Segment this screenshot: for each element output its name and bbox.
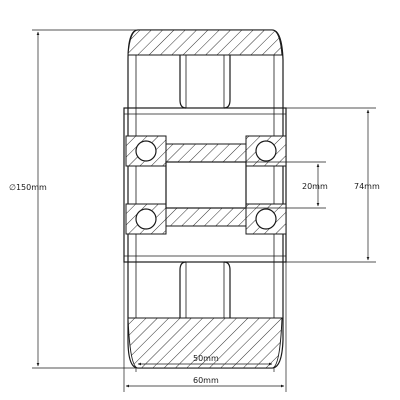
- tread-section-bottom: [127, 317, 283, 369]
- web-channel-top-left: [179, 55, 187, 109]
- spacer-tube-top: [165, 143, 247, 163]
- hub-outline: [123, 107, 287, 263]
- label-bore-diameter: 20mm: [302, 182, 328, 191]
- bearing-ball-bottom-right: [255, 208, 277, 230]
- spacer-tube-bottom: [165, 207, 247, 227]
- web-channel-bottom-right: [223, 261, 231, 318]
- label-outer-diameter: ∅150mm: [9, 183, 47, 192]
- label-tread-width: 50mm: [193, 354, 219, 363]
- label-hub-diameter: 74mm: [354, 182, 380, 191]
- tread-section-top: [127, 29, 283, 56]
- tyre-outline: [127, 29, 284, 369]
- label-overall-width: 60mm: [193, 376, 219, 385]
- bore: [165, 161, 247, 209]
- bearing-ball-bottom-left: [135, 208, 157, 230]
- web-channel-bottom-left: [179, 261, 187, 318]
- web-channel-top-right: [223, 55, 231, 109]
- bearing-ball-top-left: [135, 140, 157, 162]
- bearing-ball-top-right: [255, 140, 277, 162]
